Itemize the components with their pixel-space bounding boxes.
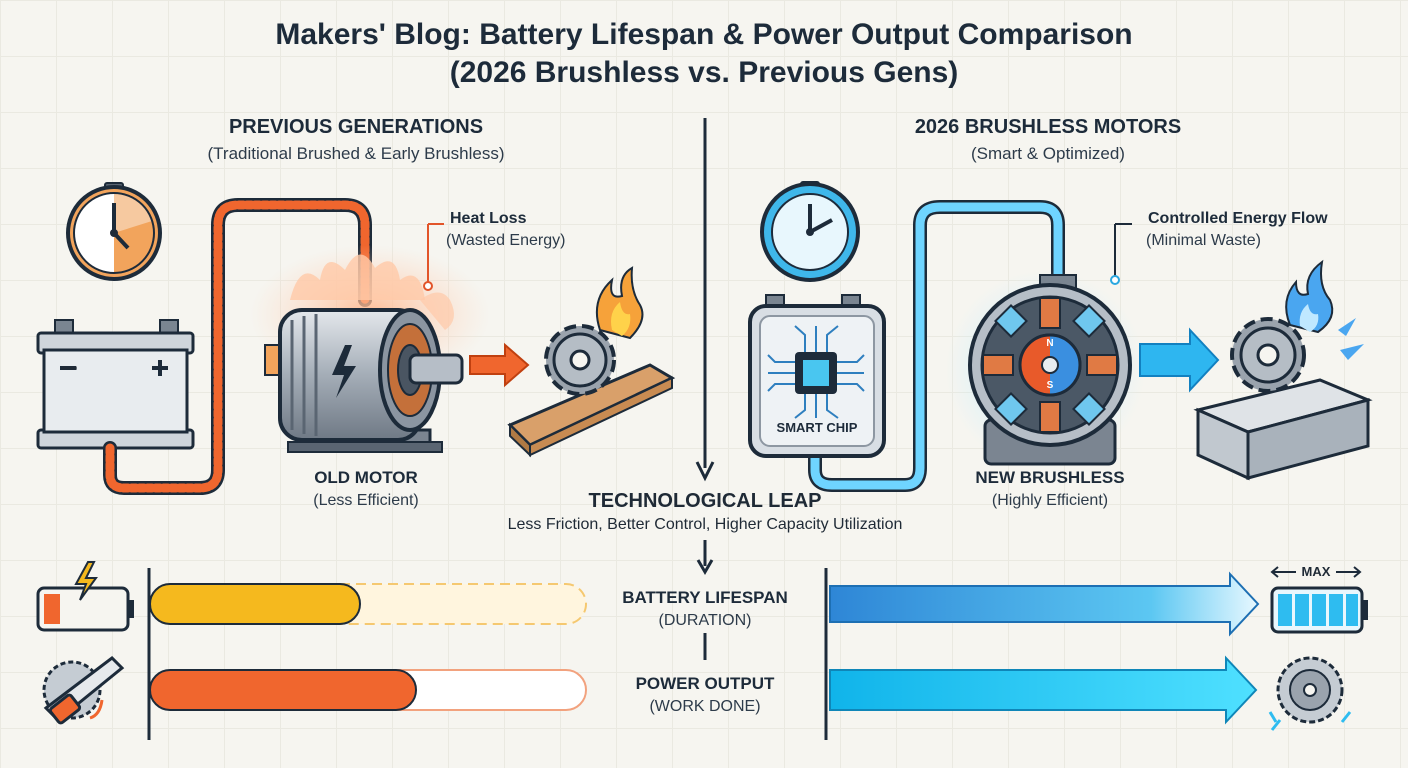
page-title-line2: (2026 Brushless vs. Previous Gens) [449, 56, 959, 89]
battery-lifespan-label: BATTERY LIFESPAN [622, 588, 788, 607]
power-new-bar [829, 655, 1258, 725]
power-old-bar [149, 669, 417, 711]
left-subheading: (Traditional Brushed & Early Brushless) [207, 144, 505, 163]
old-motor-label: OLD MOTOR [314, 468, 418, 487]
magnet-n-label: N [1046, 338, 1054, 349]
chip-icon [748, 294, 886, 458]
old-motor-icon [264, 308, 464, 453]
battery-lifespan-sub: (DURATION) [658, 612, 752, 629]
old-motor-sub: (Less Efficient) [313, 492, 419, 509]
saw-blade-icon [1268, 656, 1352, 731]
new-motor-label: NEW BRUSHLESS [975, 468, 1125, 487]
max-label: MAX [1301, 564, 1331, 579]
battery-old-bar [149, 583, 361, 625]
gear-on-plank-icon [507, 324, 676, 458]
new-motor-icon [945, 270, 1145, 470]
page-title-line1: Makers' Blog: Battery Lifespan & Power O… [275, 18, 1133, 51]
smart-chip-label: SMART CHIP [776, 420, 858, 435]
battery-new-bar [829, 571, 1260, 637]
center-divider-arrow [695, 118, 715, 660]
left-heading: PREVIOUS GENERATIONS [228, 116, 484, 138]
power-output-label: POWER OUTPUT [635, 674, 775, 693]
energy-flow-sub: (Minimal Waste) [1146, 232, 1261, 249]
saw-icon [42, 656, 125, 725]
heat-loss-callout-line [423, 223, 444, 291]
battery-minus-sign: − [60, 352, 78, 385]
battery-icon [36, 319, 195, 450]
gear-on-block-icon [1193, 317, 1373, 481]
right-heading: 2026 BRUSHLESS MOTORS [914, 116, 1182, 138]
leap-subheading: Less Friction, Better Control, Higher Ca… [507, 516, 903, 533]
heat-loss-label: Heat Loss [450, 210, 527, 227]
output-arrow-old [469, 342, 530, 388]
magnet-s-label: S [1046, 380, 1054, 391]
blue-flame-icon [1285, 259, 1364, 360]
energy-flow-label: Controlled Energy Flow [1148, 210, 1328, 227]
stopwatch-icon [66, 182, 162, 281]
right-subheading: (Smart & Optimized) [971, 144, 1125, 163]
heat-loss-sub: (Wasted Energy) [446, 232, 566, 249]
battery-max-icon [1270, 566, 1368, 634]
stopwatch-fast-icon [760, 181, 860, 282]
energy-flow-callout-line [1110, 223, 1132, 285]
flame-icon [596, 266, 644, 340]
leap-heading: TECHNOLOGICAL LEAP [588, 490, 822, 512]
new-motor-sub: (Highly Efficient) [991, 492, 1109, 509]
output-arrow-new [1139, 327, 1220, 393]
battery-low-icon [36, 561, 134, 632]
power-output-sub: (WORK DONE) [649, 698, 761, 715]
